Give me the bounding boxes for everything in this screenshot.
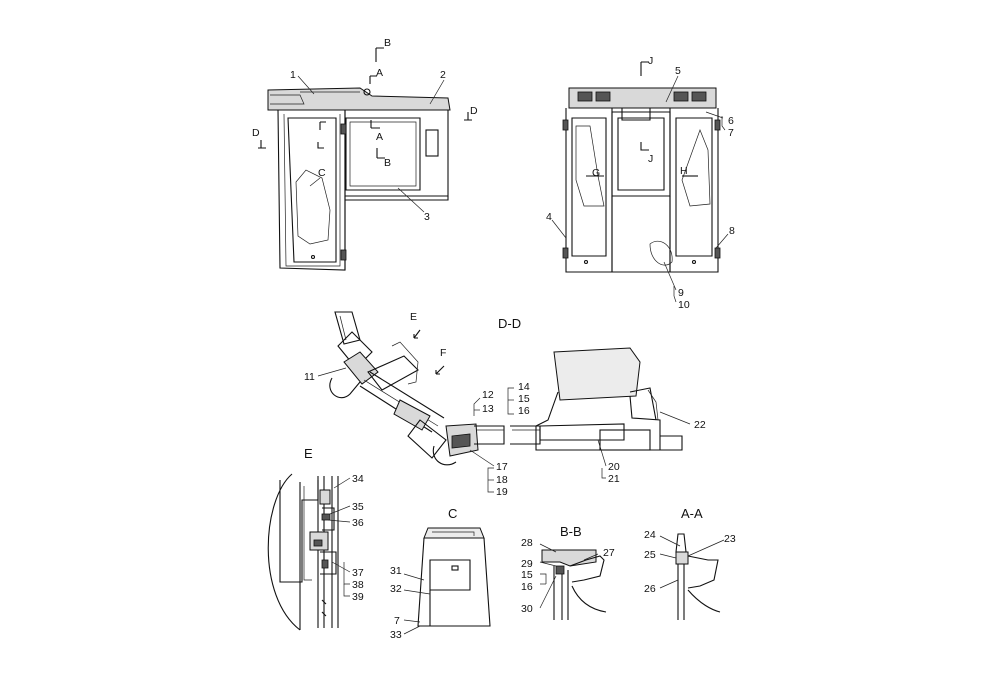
callout-23: 23 bbox=[724, 533, 736, 545]
dd-section-view bbox=[317, 311, 691, 493]
section-mark-h: H bbox=[680, 165, 688, 177]
section-mark-f: F bbox=[440, 347, 446, 359]
callout-1: 1 bbox=[290, 69, 296, 81]
title-e: E bbox=[304, 446, 313, 461]
callout-3: 3 bbox=[424, 211, 430, 223]
callout-39: 39 bbox=[352, 591, 364, 603]
callout-5: 5 bbox=[675, 65, 681, 77]
front-view bbox=[551, 61, 729, 303]
callout-14: 14 bbox=[518, 381, 530, 393]
title-c: C bbox=[448, 506, 457, 521]
callout-16: 16 bbox=[518, 405, 530, 417]
callout-7-c: 7 bbox=[394, 615, 400, 627]
callout-32: 32 bbox=[390, 583, 402, 595]
callout-25: 25 bbox=[644, 549, 656, 561]
section-mark-j-top: J bbox=[648, 55, 653, 67]
callout-29: 29 bbox=[521, 558, 533, 570]
callout-37: 37 bbox=[352, 567, 364, 579]
section-mark-b-top: B bbox=[384, 37, 391, 49]
section-mark-d-right: D bbox=[470, 105, 478, 117]
section-mark-c: C bbox=[318, 167, 326, 179]
callout-17: 17 bbox=[496, 461, 508, 473]
detail-bb-view bbox=[539, 543, 607, 620]
title-bb: B-B bbox=[560, 524, 582, 539]
callout-28: 28 bbox=[521, 537, 533, 549]
section-mark-a-bottom: A bbox=[376, 131, 383, 143]
callout-31: 31 bbox=[390, 565, 402, 577]
callout-33: 33 bbox=[390, 629, 402, 641]
detail-c-view bbox=[403, 527, 491, 635]
callout-4: 4 bbox=[546, 211, 552, 223]
callout-10: 10 bbox=[678, 299, 690, 311]
section-mark-a-top: A bbox=[376, 67, 383, 79]
callout-15: 15 bbox=[518, 393, 530, 405]
callout-35: 35 bbox=[352, 501, 364, 513]
callout-16-bb: 16 bbox=[521, 581, 533, 593]
callout-18: 18 bbox=[496, 474, 508, 486]
callout-2: 2 bbox=[440, 69, 446, 81]
side-view bbox=[258, 47, 472, 271]
callout-30: 30 bbox=[521, 603, 533, 615]
section-mark-d-left: D bbox=[252, 127, 260, 139]
detail-aa-view bbox=[659, 533, 725, 620]
callout-labels: 1 2 3 4 5 6 7 8 9 10 11 12 13 14 15 16 1… bbox=[290, 65, 736, 641]
callout-24: 24 bbox=[644, 529, 656, 541]
callout-13: 13 bbox=[482, 403, 494, 415]
callout-15-bb: 15 bbox=[521, 569, 533, 581]
callout-6: 6 bbox=[728, 115, 734, 127]
section-mark-e: E bbox=[410, 311, 417, 323]
callout-22: 22 bbox=[694, 419, 706, 431]
callout-27: 27 bbox=[603, 547, 615, 559]
callout-12: 12 bbox=[482, 389, 494, 401]
callout-9: 9 bbox=[678, 287, 684, 299]
callout-34: 34 bbox=[352, 473, 364, 485]
callout-8: 8 bbox=[729, 225, 735, 237]
callout-20: 20 bbox=[608, 461, 620, 473]
section-mark-b-bottom: B bbox=[384, 157, 391, 169]
title-dd: D-D bbox=[498, 316, 521, 331]
section-mark-j-bottom: J bbox=[648, 153, 653, 165]
view-titles: D-D E C B-B A-A bbox=[304, 316, 703, 539]
callout-38: 38 bbox=[352, 579, 364, 591]
section-mark-g: G bbox=[592, 167, 600, 179]
callout-36: 36 bbox=[352, 517, 364, 529]
title-aa: A-A bbox=[681, 506, 703, 521]
callout-21: 21 bbox=[608, 473, 620, 485]
callout-11: 11 bbox=[304, 371, 315, 383]
detail-e-view bbox=[267, 473, 351, 631]
callout-26: 26 bbox=[644, 583, 656, 595]
callout-19: 19 bbox=[496, 486, 508, 498]
section-mark-labels: B A A B C D D J J G H E F bbox=[252, 37, 688, 359]
callout-7: 7 bbox=[728, 127, 734, 139]
